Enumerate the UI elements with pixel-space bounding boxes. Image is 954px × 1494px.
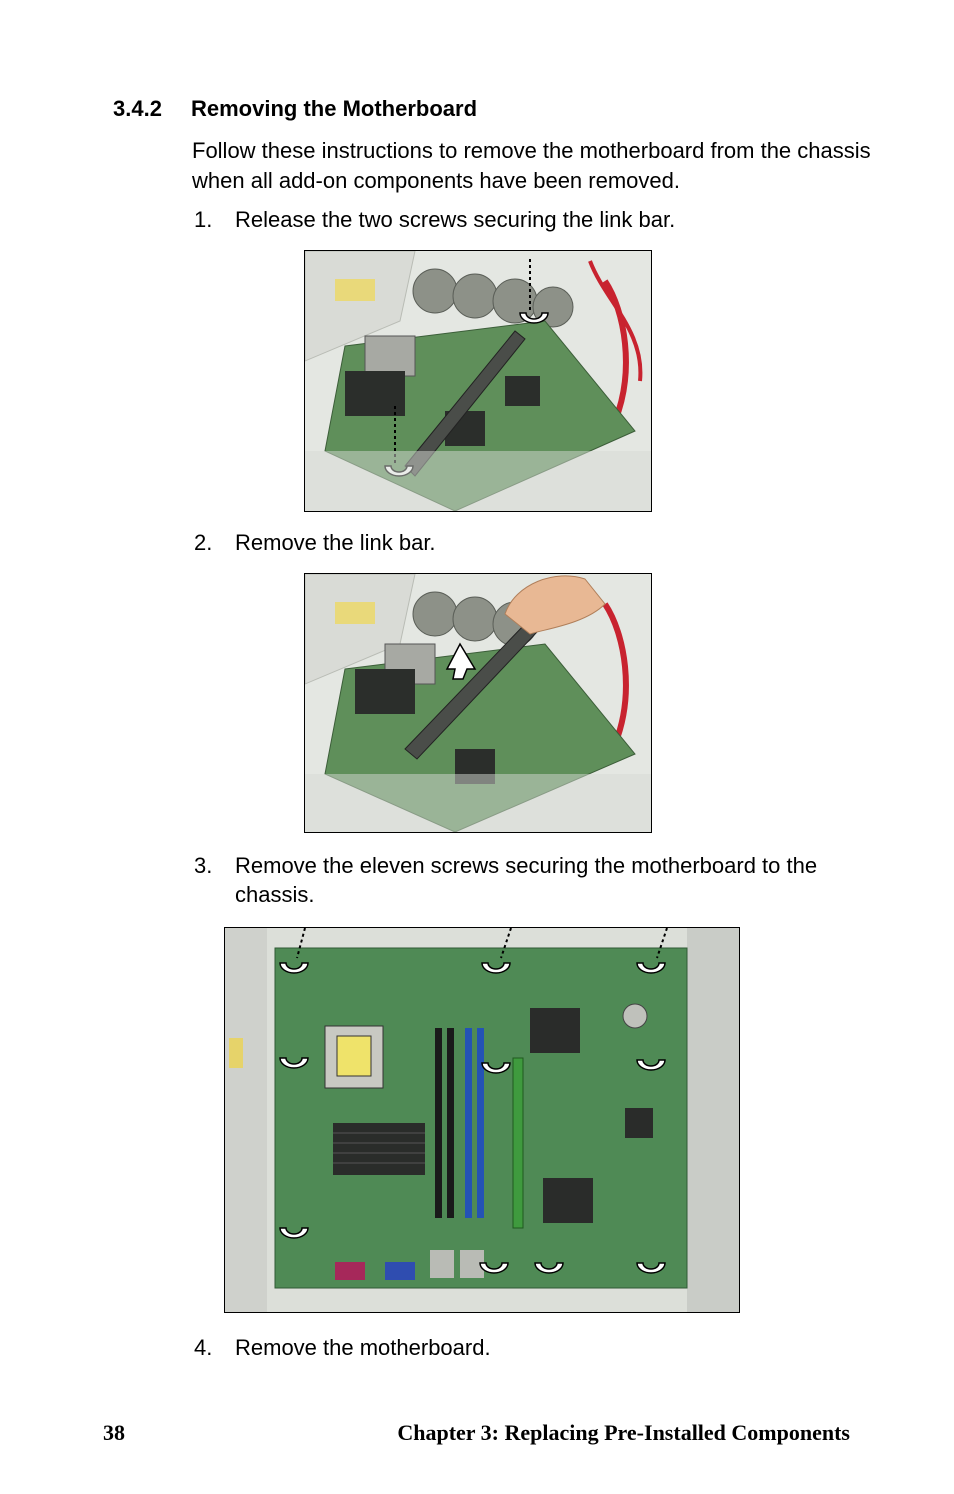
step-text: Remove the eleven screws securing the mo… <box>235 853 818 907</box>
section-number: 3.4.2 <box>113 96 162 121</box>
section-heading: 3.4.2 Removing the Motherboard <box>113 96 477 122</box>
chassis-photo-1 <box>305 251 651 511</box>
step-text: Release the two screws securing the link… <box>235 207 676 232</box>
step-1: 1. Release the two screws securing the l… <box>194 205 874 234</box>
step-2: 2. Remove the link bar. <box>194 528 874 557</box>
chapter-title: Chapter 3: Replacing Pre-Installed Compo… <box>397 1420 850 1445</box>
step-number: 1. <box>194 207 213 232</box>
step-3: 3. Remove the eleven screws securing the… <box>194 851 874 909</box>
motherboard-photo <box>225 928 739 1312</box>
section-title: Removing the Motherboard <box>191 96 478 121</box>
step-number: 3. <box>194 853 213 878</box>
figure-remove-link-bar <box>304 573 652 833</box>
step-number: 4. <box>194 1335 213 1360</box>
step-number: 2. <box>194 530 213 555</box>
page-number: 38 <box>103 1420 125 1445</box>
step-text: Remove the link bar. <box>235 530 436 555</box>
figure-release-screws <box>304 250 652 512</box>
figure-motherboard-screws <box>224 927 740 1313</box>
step-4: 4. Remove the motherboard. <box>194 1333 874 1362</box>
step-text: Remove the motherboard. <box>235 1335 491 1360</box>
intro-paragraph: Follow these instructions to remove the … <box>192 138 871 193</box>
chassis-photo-2 <box>305 574 651 832</box>
